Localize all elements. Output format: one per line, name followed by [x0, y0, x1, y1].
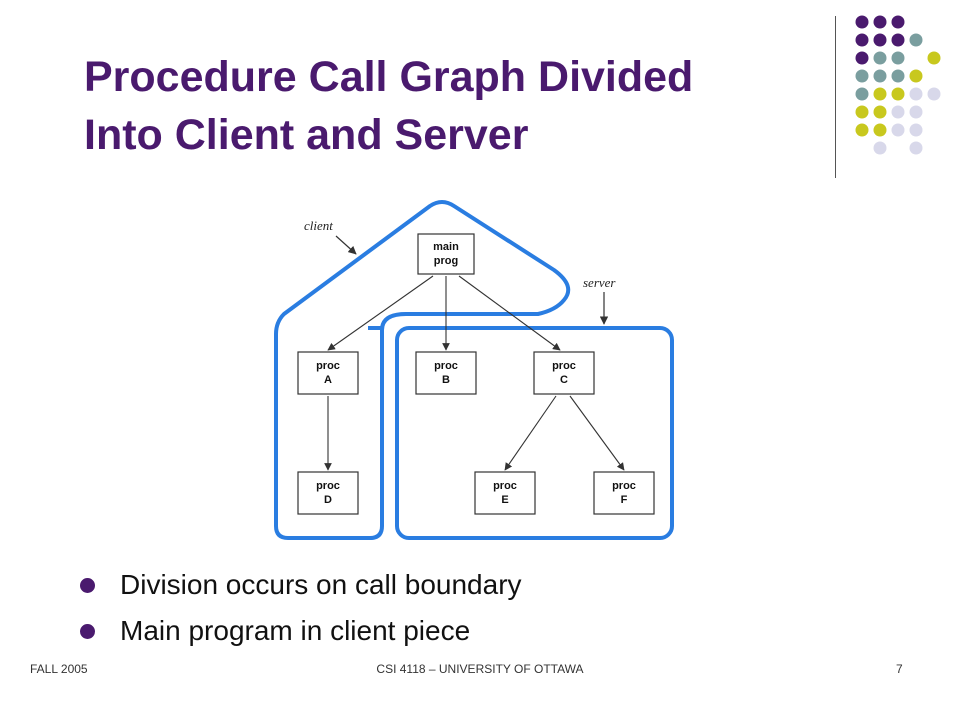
dot [891, 123, 905, 137]
node-proc-a: proc A [297, 351, 359, 395]
node-label: E [501, 494, 508, 506]
dot [873, 69, 887, 83]
dot [855, 87, 869, 101]
title-divider-line [835, 16, 836, 178]
bullet-text: Division occurs on call boundary [120, 569, 522, 600]
edge-main-C [458, 275, 561, 351]
node-label: main [433, 241, 459, 253]
dot [891, 87, 905, 101]
bullet-dot-icon [80, 578, 95, 593]
node-label: D [324, 494, 332, 506]
node-label: proc [552, 360, 576, 372]
node-label: proc [316, 360, 340, 372]
slide-title: Procedure Call Graph Divided Into Client… [84, 48, 824, 164]
node-proc-f: proc F [593, 471, 655, 515]
footer-term: FALL 2005 [30, 662, 88, 676]
client-boundary [274, 200, 571, 540]
node-label: proc [316, 480, 340, 492]
decorative-dot-grid [855, 15, 941, 155]
server-label: server [583, 275, 616, 290]
bullet-item: Main program in client piece [80, 608, 522, 654]
server-boundary [395, 326, 674, 540]
client-arrow [335, 235, 357, 255]
footer-course: CSI 4118 – UNIVERSITY OF OTTAWA [376, 662, 584, 676]
dot [873, 87, 887, 101]
dot [855, 51, 869, 65]
dot [909, 69, 923, 83]
node-proc-e: proc E [474, 471, 536, 515]
dot [873, 51, 887, 65]
node-proc-d: proc D [297, 471, 359, 515]
dot [891, 105, 905, 119]
dot [891, 69, 905, 83]
bullet-text: Main program in client piece [120, 615, 471, 646]
node-label: proc [493, 480, 517, 492]
dot [909, 123, 923, 137]
node-label: F [621, 494, 628, 506]
title-line-2: Into Client and Server [84, 111, 529, 159]
dot [855, 105, 869, 119]
dot [855, 69, 869, 83]
node-label: C [560, 374, 568, 386]
dot [909, 87, 923, 101]
node-proc-b: proc B [415, 351, 477, 395]
dot [873, 33, 887, 47]
dot [873, 15, 887, 29]
edge-main-A [327, 275, 434, 351]
dot [855, 15, 869, 29]
dot [873, 141, 887, 155]
footer-slide-number: 7 [896, 662, 903, 676]
dot [873, 105, 887, 119]
bullet-dot-icon [80, 624, 95, 639]
node-proc-c: proc C [533, 351, 595, 395]
dot [873, 123, 887, 137]
call-graph-diagram: client server main prog proc A proc B p [274, 200, 674, 540]
bullet-list: Division occurs on call boundary Main pr… [80, 562, 522, 654]
node-label: proc [612, 480, 636, 492]
node-label: proc [434, 360, 458, 372]
dot [927, 51, 941, 65]
dot [855, 33, 869, 47]
dot [909, 33, 923, 47]
dot [909, 105, 923, 119]
node-label: A [324, 374, 332, 386]
node-main-prog: main prog [417, 233, 475, 275]
edge-C-F [569, 395, 625, 471]
dot [855, 123, 869, 137]
title-line-1: Procedure Call Graph Divided [84, 53, 694, 101]
client-label: client [304, 218, 333, 233]
dot [891, 33, 905, 47]
dot [891, 51, 905, 65]
dot [891, 15, 905, 29]
bullet-item: Division occurs on call boundary [80, 562, 522, 608]
dot [927, 87, 941, 101]
node-label: B [442, 374, 450, 386]
edge-C-E [504, 395, 557, 471]
dot [909, 141, 923, 155]
node-label: prog [434, 255, 458, 267]
